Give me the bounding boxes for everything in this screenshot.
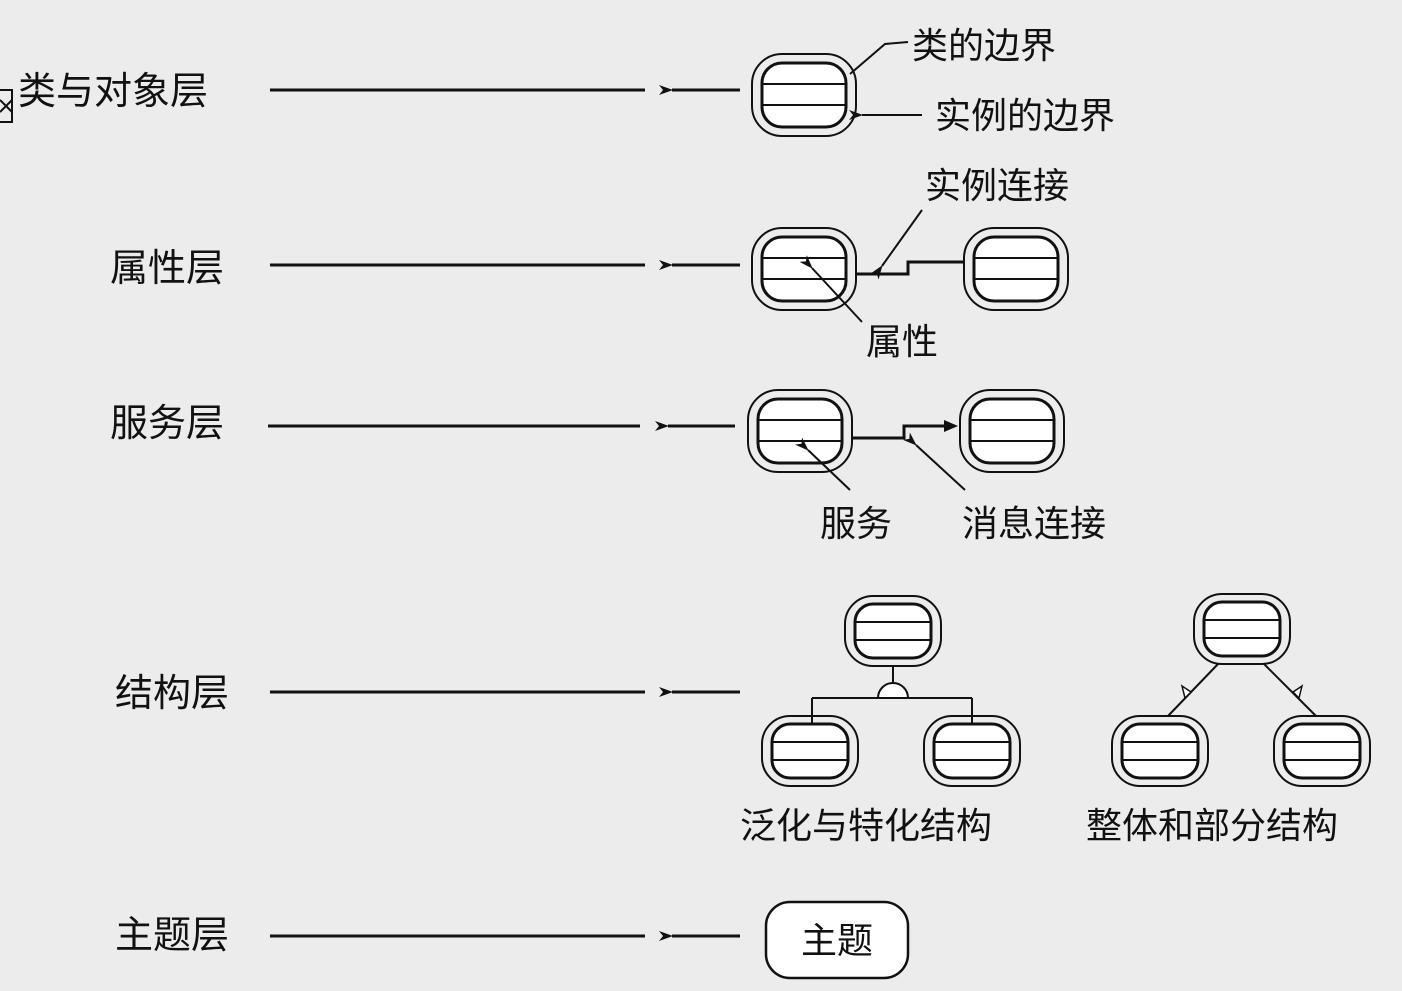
class-object-symbol <box>751 53 857 137</box>
class-boundary-pointer <box>849 41 909 75</box>
message-connection-arrowhead <box>944 420 958 432</box>
message-connection-line <box>852 424 955 440</box>
annotation-service: 服务 <box>820 504 892 545</box>
layer-label-service: 服务层 <box>110 401 224 445</box>
annotation-class-boundary: 类的边界 <box>912 26 1056 67</box>
whole-part-left-child-object <box>1111 715 1209 787</box>
gen-spec-right-child-object <box>923 715 1021 787</box>
whole-part-parent-object <box>1193 593 1291 665</box>
attribute-object-left <box>751 227 857 311</box>
annotation-whole-part-structure: 整体和部分结构 <box>1086 806 1338 847</box>
instance-connection-line <box>856 260 964 276</box>
service-object-right <box>959 389 1065 473</box>
layer-label-structure: 结构层 <box>115 671 229 715</box>
whole-part-right-child-object <box>1273 715 1371 787</box>
annotation-message-connection: 消息连接 <box>962 504 1106 545</box>
service-object-left <box>747 389 853 473</box>
message-connection-pointer <box>903 432 966 491</box>
annotation-attribute: 属性 <box>866 322 938 363</box>
subject-box-label: 主题 <box>801 921 873 962</box>
annotation-instance-boundary: 实例的边界 <box>935 96 1115 137</box>
service-pointer <box>795 437 851 491</box>
layer-label-class-object: 类与对象层 <box>18 69 208 113</box>
edge-fragment-icon <box>0 89 13 123</box>
whole-part-connector <box>1167 663 1317 717</box>
instance-connection-pointer <box>870 209 923 280</box>
gen-spec-connector <box>811 666 973 724</box>
attribute-object-right <box>963 227 1069 311</box>
gen-spec-parent-object <box>844 595 942 667</box>
layer-label-attribute: 属性层 <box>110 246 224 290</box>
attribute-pointer <box>799 255 863 323</box>
layer-label-subject: 主题层 <box>115 913 229 957</box>
annotation-gen-spec-structure: 泛化与特化结构 <box>740 806 992 847</box>
annotation-instance-connection: 实例连接 <box>925 166 1069 207</box>
subject-box: 主题 <box>764 900 910 980</box>
gen-spec-left-child-object <box>761 715 859 787</box>
